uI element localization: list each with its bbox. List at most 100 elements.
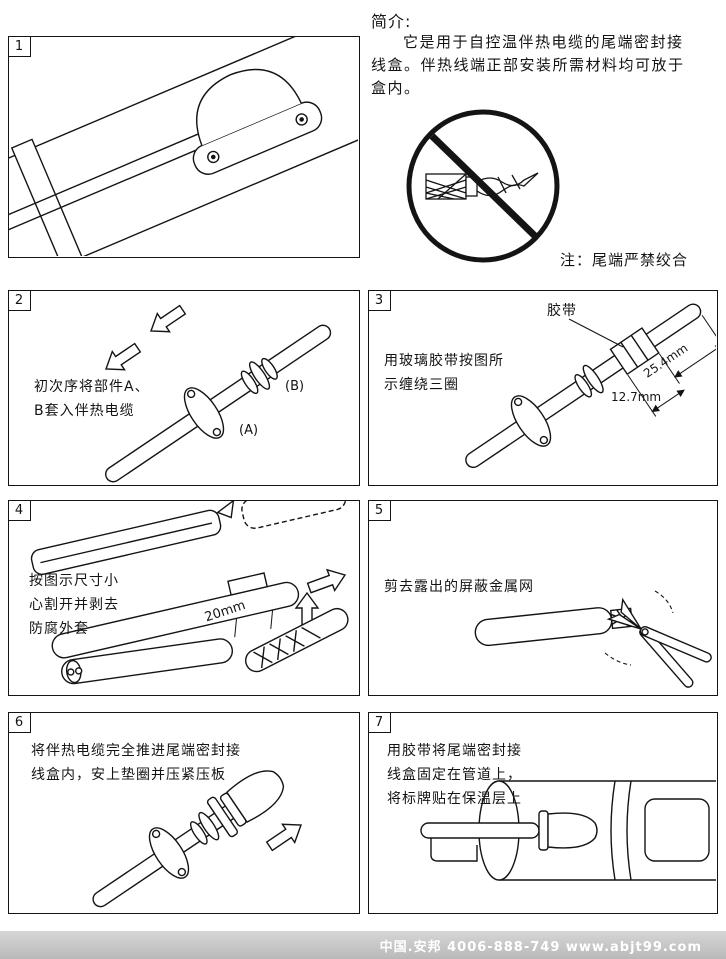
part-a-flange bbox=[148, 827, 190, 879]
panel2-illustration bbox=[105, 304, 332, 483]
footer-watermark-text: 中国.安邦 4006-888-749 www.abjt99.com bbox=[379, 939, 702, 955]
panel4-caption: 防腐外套 bbox=[29, 621, 89, 637]
part-a-label: (A) bbox=[239, 423, 259, 438]
panel6-caption: 将伴热电缆完全推进尾端密封接 bbox=[31, 743, 241, 759]
heating-cable bbox=[9, 130, 205, 246]
washer-ring bbox=[198, 811, 220, 841]
screw-icon bbox=[210, 154, 216, 160]
intro-paragraph-line: 盒内。 bbox=[371, 79, 421, 97]
heating-cable bbox=[51, 581, 300, 659]
panel4-illustration bbox=[30, 501, 349, 685]
part-b-ring bbox=[248, 361, 271, 390]
intro-title: 简介: bbox=[371, 12, 412, 31]
intro-paragraph-line: 它是用于自控温伴热电缆的尾端密封接 bbox=[403, 33, 684, 51]
braid-hatch bbox=[293, 630, 297, 652]
hollow-arrow-icon bbox=[105, 342, 142, 371]
tape-wrap-turn bbox=[630, 334, 649, 361]
hollow-arrow-icon bbox=[306, 568, 347, 594]
seal-boot-dome bbox=[547, 812, 598, 849]
seal-boot-dome bbox=[225, 770, 285, 823]
dimension-lines bbox=[627, 314, 716, 417]
cut-tab bbox=[227, 572, 269, 596]
dimension-12-7mm: 12.7mm bbox=[611, 390, 662, 404]
panel-1: 1 bbox=[7, 35, 360, 258]
motion-arc bbox=[654, 590, 674, 614]
flange-hole bbox=[151, 829, 161, 839]
prohibition-slash bbox=[429, 133, 539, 240]
part-b-ring bbox=[574, 374, 593, 398]
braid-hatch bbox=[301, 626, 321, 639]
dimension-tick bbox=[270, 609, 274, 629]
part-b-ring bbox=[261, 357, 278, 380]
panel2-caption: 初次序将部件A、 bbox=[34, 379, 150, 395]
panel-number-badge: 3 bbox=[367, 289, 391, 311]
hollow-arrow-icon bbox=[265, 823, 302, 852]
panel7-caption: 将标牌贴在保温层上 bbox=[387, 791, 522, 807]
pipe-edge bbox=[9, 37, 358, 198]
cable-clip bbox=[430, 838, 478, 862]
panel3-illustration bbox=[465, 303, 716, 469]
tape-leader-line bbox=[568, 318, 624, 348]
part-a-flange bbox=[510, 395, 552, 447]
warning-note: 注：尾端严禁绞合 bbox=[560, 251, 689, 269]
tape-label: 胶带 bbox=[547, 303, 577, 319]
panel-number-badge: 5 bbox=[367, 499, 391, 521]
panel3-caption: 示缠绕三圈 bbox=[384, 377, 459, 393]
heating-cable bbox=[9, 143, 211, 256]
flange-hole bbox=[539, 435, 549, 445]
tape-wrap bbox=[609, 327, 660, 376]
panel2-caption: B套入伴热电缆 bbox=[34, 403, 135, 419]
removed-jacket-dashed bbox=[241, 501, 347, 529]
panel1-illustration bbox=[9, 37, 358, 256]
cutter-jaw bbox=[606, 613, 642, 630]
washer-ring bbox=[189, 821, 208, 845]
intro-paragraph-line: 线盒。伴热线端正部安装所需材料均可放于 bbox=[371, 56, 685, 74]
no-twisting-prohibition-icon bbox=[406, 109, 560, 263]
jacket-slit bbox=[40, 522, 213, 564]
panel7-caption: 用胶带将尾端密封接 bbox=[387, 743, 522, 759]
part-b-ring bbox=[240, 370, 259, 395]
panel-number-badge: 7 bbox=[367, 711, 391, 733]
tape-band bbox=[626, 780, 632, 881]
flange-hole bbox=[513, 397, 523, 407]
panel7-illustration bbox=[420, 780, 716, 881]
hollow-arrow-icon bbox=[150, 304, 187, 333]
panel3-caption: 用玻璃胶带按图所 bbox=[384, 353, 504, 369]
panel-3: 3 胶带 用玻璃胶带按图所 示缠绕三圈 25.4mm 12.7mm bbox=[367, 289, 718, 486]
panel7-caption: 线盒固定在管道上， bbox=[387, 767, 522, 783]
panel5-caption: 剪去露出的屏蔽金属网 bbox=[384, 579, 534, 595]
cutter-handle bbox=[639, 626, 712, 663]
braid-hatch bbox=[277, 638, 281, 660]
tape-wrap-turn bbox=[620, 341, 639, 368]
cutter-jaw bbox=[620, 597, 642, 630]
panel5-illustration bbox=[474, 590, 712, 688]
panel-5: 5 剪去露出的屏蔽金属网 bbox=[367, 499, 718, 696]
flange-hole bbox=[212, 427, 222, 437]
flange-hole bbox=[177, 867, 187, 877]
flat-cable bbox=[474, 607, 613, 647]
flange-hole bbox=[186, 389, 196, 399]
flat-cable-end bbox=[61, 638, 233, 685]
bus-wire bbox=[74, 667, 83, 675]
braid-hatch bbox=[260, 646, 265, 669]
seal-boot-dome bbox=[196, 68, 302, 146]
label-plate bbox=[644, 798, 710, 862]
panel-number-badge: 4 bbox=[7, 499, 31, 521]
heating-cable bbox=[420, 822, 540, 839]
pipe-edge bbox=[9, 99, 358, 256]
fixing-band bbox=[10, 138, 87, 256]
jacket-flap bbox=[216, 501, 235, 519]
panel-number-badge: 6 bbox=[7, 711, 31, 733]
clamp-plate bbox=[206, 796, 239, 838]
braided-jacket bbox=[244, 607, 349, 673]
footer-watermark-bar: 中国.安邦 4006-888-749 www.abjt99.com bbox=[0, 931, 726, 959]
bus-wire bbox=[67, 668, 75, 676]
screw-icon bbox=[299, 117, 304, 122]
boot-flange bbox=[538, 810, 549, 851]
panel-7: 7 用胶带将尾端密封接 线盒固定在管道上， 将标牌贴在保温层上 bbox=[367, 711, 718, 914]
panel-number-badge: 1 bbox=[7, 35, 31, 57]
panel-4: 4 按图示尺寸小 心割开并剥去 防腐外套 20mm bbox=[7, 499, 360, 696]
panel-2: 2 初次序将部件A、 B套入伴热电缆 (B) (A) bbox=[7, 289, 360, 486]
panel6-illustration bbox=[92, 770, 302, 908]
